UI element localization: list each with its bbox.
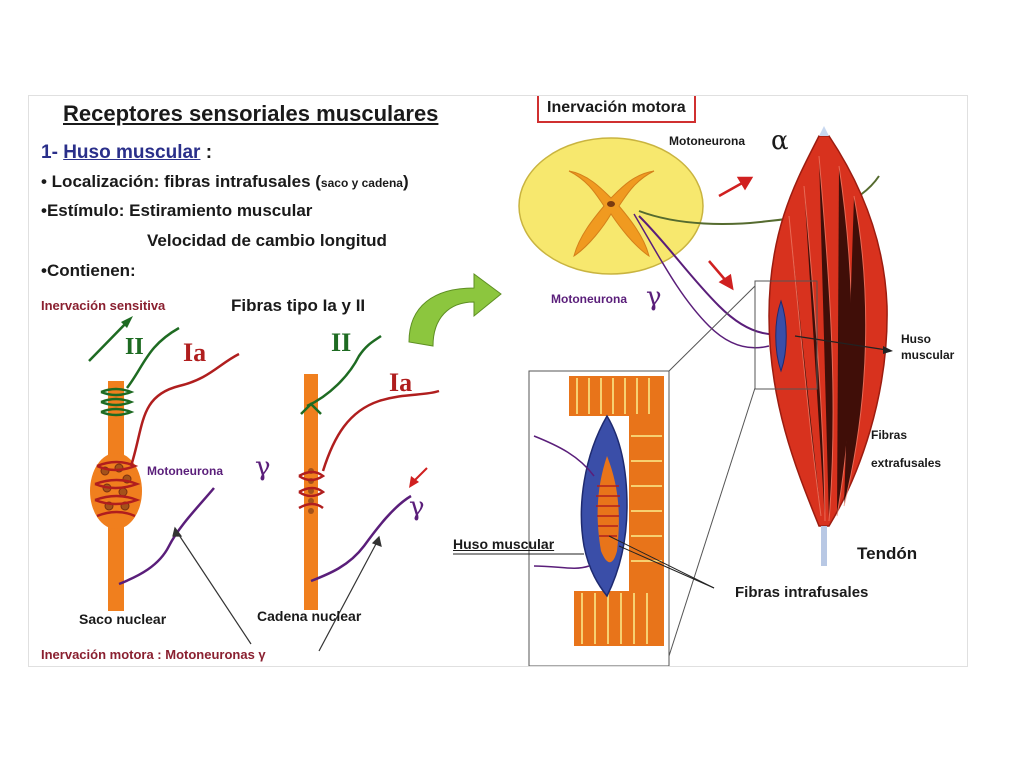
fibras-intrafusales-label: Fibras intrafusales: [735, 584, 869, 601]
motoneurona-gamma-label: Motoneurona: [551, 292, 627, 306]
muscle-figure: [754, 126, 888, 566]
section-number: 1-: [41, 142, 58, 163]
diagram-artwork: [88, 126, 893, 666]
localizacion-close: ): [402, 172, 409, 191]
section-heading: 1- Huso muscular :: [41, 142, 212, 164]
section-name: Huso muscular: [63, 142, 201, 163]
section-suffix: :: [205, 142, 213, 163]
huso-label-1: Huso: [901, 332, 931, 346]
bullet-contienen: •Contienen:: [41, 261, 136, 280]
localizacion-text: • Localización: fibras intrafusales (: [41, 172, 321, 191]
gamma-symbol-saco: γ: [255, 452, 271, 482]
cadena-nuclear-label: Cadena nuclear: [257, 608, 362, 624]
inervacion-sensitiva-label: Inervación sensitiva: [41, 298, 166, 313]
bullet-estimulo: •Estímulo: Estiramiento muscular: [41, 201, 313, 220]
fibras-tipo-label: Fibras tipo Ia y II: [231, 296, 366, 315]
alpha-symbol: α: [771, 126, 789, 156]
bullet-estimulo-second: Velocidad de cambio longitud: [147, 231, 387, 250]
slide: Receptores sensoriales musculares 1- Hus…: [28, 95, 968, 667]
tendon-label: Tendón: [857, 544, 918, 563]
cadena-nuclear-figure: [298, 334, 440, 610]
localizacion-small: saco y cadena: [320, 176, 403, 190]
huso-muscular-inset-label: Huso muscular: [453, 536, 555, 552]
fiber-Ia-saco-label: Ia: [183, 338, 207, 367]
red-arrows: [708, 176, 754, 291]
motoneurona-alpha-label: Motoneurona: [669, 134, 745, 148]
saco-nuclear-label: Saco nuclear: [79, 611, 167, 627]
motoneurona-left-label: Motoneurona: [147, 464, 223, 478]
inervacion-motora-box: Inervación motora: [537, 96, 696, 123]
fibras-extrafusales-label-1: Fibras: [871, 428, 908, 442]
fiber-II-saco-label: II: [125, 334, 144, 360]
saco-nuclear-figure: [88, 316, 240, 611]
inervacion-motora-left-label: Inervación motora : Motoneuronas γ: [41, 647, 266, 662]
fibras-extrafusales-label-2: extrafusales: [871, 456, 942, 470]
gamma-symbol-right: γ: [646, 282, 662, 312]
gamma-symbol-cadena: γ: [409, 492, 425, 522]
spindle-inset: [528, 370, 670, 666]
bullet-localizacion: • Localización: fibras intrafusales (sac…: [41, 172, 409, 192]
slide-title: Receptores sensoriales musculares: [63, 101, 439, 126]
spinal-cord-figure: [518, 137, 704, 275]
fiber-Ia-cadena-label: Ia: [389, 368, 413, 397]
green-curved-arrow: [408, 273, 502, 347]
huso-label-2: muscular: [901, 348, 955, 362]
pointer-lines: [172, 526, 382, 652]
fiber-II-cadena-label: II: [331, 328, 352, 357]
